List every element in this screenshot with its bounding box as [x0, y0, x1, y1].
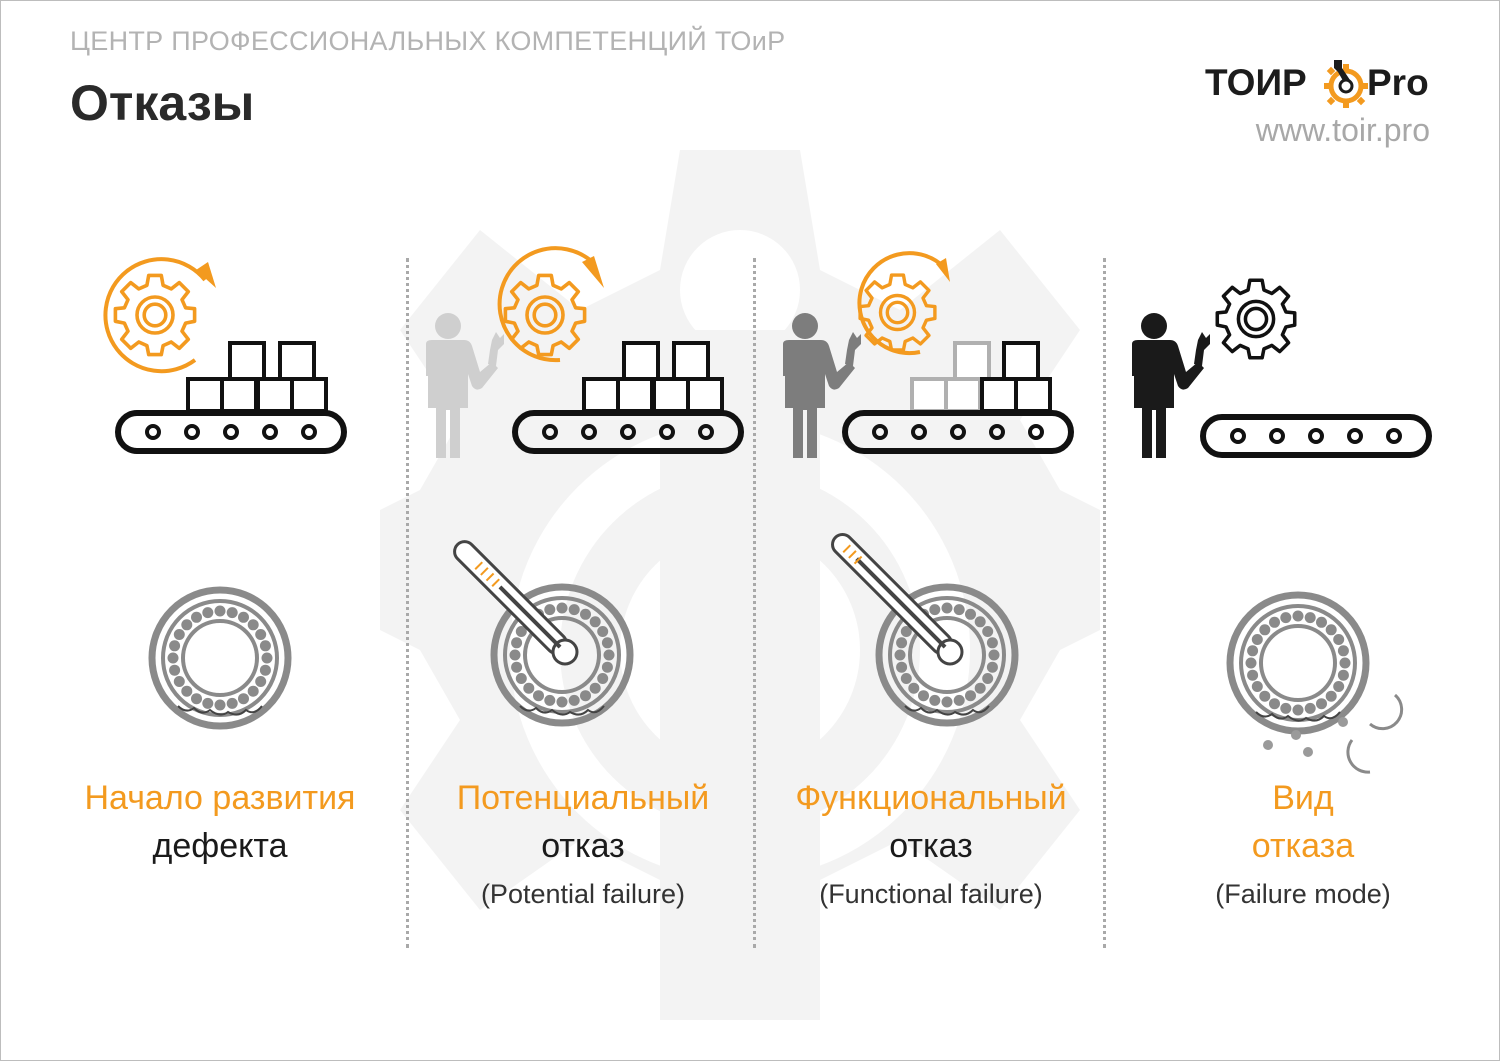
stage3-bearing-thermometer-icon: [831, 533, 1015, 723]
background-gear-watermark: [380, 150, 1100, 1020]
stage-label-potential-failure: Потенциальный отказ (Potential failure): [413, 774, 753, 918]
page-title: Отказы: [70, 75, 255, 131]
stage-label-failure-mode: Вид отказа (Failure mode): [1133, 774, 1473, 918]
column-divider-1: [406, 258, 409, 948]
stage1-subtitle: дефекта: [152, 827, 288, 865]
stage3-title: Функциональный: [795, 779, 1067, 817]
logo-text-left: ТОИР: [1205, 62, 1307, 103]
stage4-machine-icon: [1132, 278, 1429, 458]
stage1-title: Начало развития: [84, 779, 356, 817]
stage4-subtitle: отказа: [1251, 827, 1355, 865]
stage2-english: (Potential failure): [480, 879, 686, 909]
gear-wrench-logo-icon: [1324, 60, 1368, 108]
logo-url: www.toir.pro: [1255, 112, 1430, 148]
column-divider-2: [753, 258, 756, 948]
stage2-subtitle: отказ: [541, 827, 625, 865]
stage-label-functional-failure: Функциональный отказ (Functional failure…: [761, 774, 1101, 918]
stage3-machine-icon: [783, 251, 1071, 458]
logo-text-right: Pro: [1367, 62, 1429, 103]
stage2-machine-icon: [426, 246, 741, 458]
stage4-english: (Failure mode): [1215, 879, 1391, 909]
stage2-bearing-thermometer-icon: [453, 540, 630, 723]
stage2-title: Потенциальный: [456, 779, 710, 817]
brand-logo: ТОИР Pro www.toir.pro: [1200, 58, 1440, 158]
stage4-broken-bearing-icon: [1230, 595, 1404, 774]
stage1-machine-icon: [103, 257, 344, 451]
stage-label-defect-start: Начало развития дефекта: [50, 774, 390, 870]
column-divider-3: [1103, 258, 1106, 948]
stage1-bearing-icon: [152, 590, 288, 726]
stage3-english: (Functional failure): [819, 879, 1043, 909]
stage3-subtitle: отказ: [889, 827, 973, 865]
stage4-title: Вид: [1272, 779, 1334, 817]
organization-name: ЦЕНТР ПРОФЕССИОНАЛЬНЫХ КОМПЕТЕНЦИЙ ТОиР: [70, 26, 786, 56]
